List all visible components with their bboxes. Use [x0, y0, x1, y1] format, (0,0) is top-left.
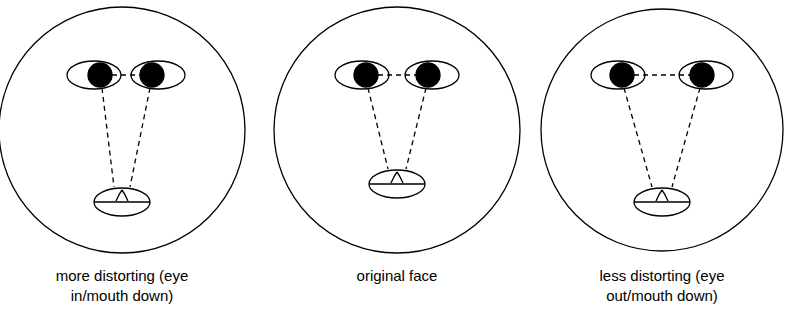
face-caption: less distorting (eye out/mouth down)	[562, 266, 762, 306]
distorted-face-out	[541, 9, 783, 251]
face-caption: more distorting (eye in/mouth down)	[22, 266, 222, 306]
original-face	[274, 7, 520, 253]
distorted-face-in	[0, 7, 245, 253]
face-caption: original face	[297, 266, 497, 286]
